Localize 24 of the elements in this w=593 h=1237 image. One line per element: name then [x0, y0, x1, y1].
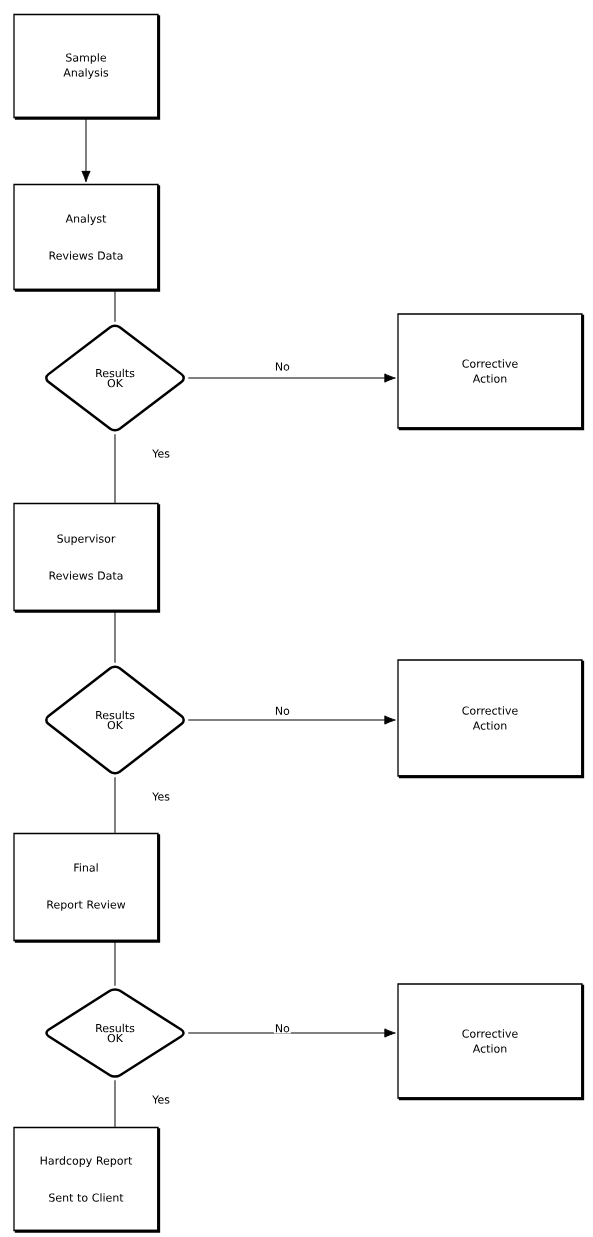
arrow	[187, 1028, 396, 1038]
edge-label: Yes	[152, 792, 170, 801]
process-box: Sample Analysis	[13, 13, 161, 120]
process-box: Analyst Reviews Data	[13, 183, 161, 292]
process-box: Corrective Action	[397, 983, 585, 1101]
arrow	[81, 117, 91, 183]
process-box: Corrective Action	[397, 313, 585, 431]
connector-line	[114, 610, 116, 664]
connector-line	[114, 1079, 116, 1128]
edge-label: Yes	[152, 1095, 170, 1104]
process-box: Supervisor Reviews Data	[13, 502, 161, 613]
edge-label: No	[275, 362, 290, 371]
connector-line	[114, 940, 116, 987]
edge-label: Yes	[152, 449, 170, 458]
process-box: Hardcopy Report Sent to Client	[13, 1126, 161, 1233]
edge-label: No	[275, 706, 290, 715]
connector-line	[114, 433, 116, 504]
edge-label: No	[275, 1024, 290, 1033]
arrow	[187, 373, 396, 383]
arrow	[187, 715, 396, 725]
process-box: Final Report Review	[13, 832, 161, 943]
connector-line	[114, 289, 116, 323]
connector-line	[114, 776, 116, 834]
process-box: Corrective Action	[397, 659, 585, 779]
